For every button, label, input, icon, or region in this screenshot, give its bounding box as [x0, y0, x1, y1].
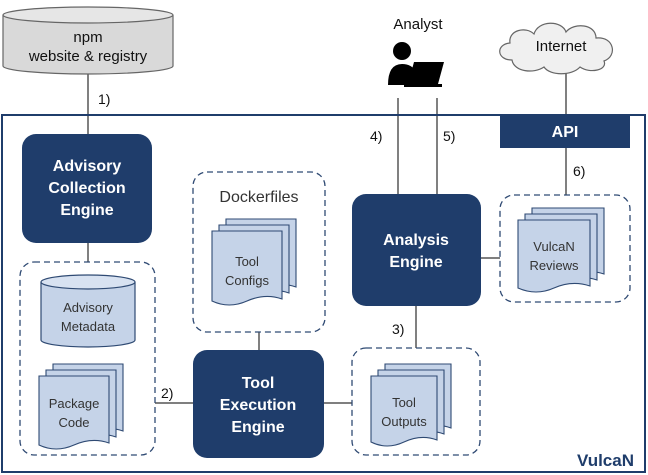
advisory-metadata-line1: Advisory	[63, 300, 113, 315]
package-code-line1: Package	[49, 396, 100, 411]
advisory-metadata-cylinder: Advisory Metadata	[40, 274, 136, 348]
analysis-engine: Analysis Engine	[352, 194, 481, 306]
advisory-engine-line1: Advisory	[53, 158, 122, 175]
package-code-docs: Package Code	[38, 363, 124, 450]
system-name-label: VulcaN	[577, 451, 634, 470]
edge-label-2: 2)	[161, 385, 173, 401]
npm-registry-cylinder: npm website & registry	[2, 6, 174, 75]
analyst-label: Analyst	[393, 16, 443, 33]
tool-engine-line2: Execution	[220, 397, 296, 414]
tool-outputs-line1: Tool	[392, 395, 416, 410]
edge-label-1: 1)	[98, 91, 110, 107]
tool-outputs-line2: Outputs	[381, 414, 427, 429]
dockerfiles-label: Dockerfiles	[219, 189, 298, 206]
internet-cloud-icon: Internet	[499, 22, 613, 75]
vulcan-reviews-line1: VulcaN	[533, 239, 574, 254]
tool-outputs-docs: Tool Outputs	[370, 363, 452, 447]
reviews-group	[499, 194, 631, 303]
api-box	[500, 115, 630, 148]
advisory-metadata-line2: Metadata	[61, 319, 116, 334]
analysis-engine-line2: Engine	[389, 254, 442, 271]
advisory-engine-line2: Collection	[48, 180, 125, 197]
tool-configs-line2: Configs	[225, 273, 270, 288]
tool-execution-engine: Tool Execution Engine	[193, 350, 324, 458]
vulcan-reviews-docs: VulcaN Reviews	[517, 207, 605, 293]
npm-label-line2: website & registry	[28, 48, 148, 65]
advisory-data-group	[19, 261, 156, 456]
internet-label: Internet	[536, 38, 588, 55]
edge-label-4: 4)	[370, 128, 382, 144]
tool-engine-line3: Engine	[231, 419, 284, 436]
edge-label-6: 6)	[573, 163, 585, 179]
tool-engine-line1: Tool	[242, 375, 275, 392]
api-label: API	[552, 124, 579, 141]
npm-label-line1: npm	[73, 29, 102, 46]
vulcan-system-boundary	[1, 114, 646, 473]
tool-configs-docs: Tool Configs	[211, 218, 297, 306]
dockerfiles-group	[192, 171, 326, 333]
tool-outputs-group	[351, 347, 481, 456]
advisory-collection-engine: Advisory Collection Engine	[22, 134, 152, 243]
package-code-line2: Code	[58, 415, 89, 430]
analyst-laptop-icon	[388, 42, 444, 87]
edge-label-5: 5)	[443, 128, 455, 144]
connectors	[87, 68, 567, 404]
vulcan-reviews-line2: Reviews	[529, 258, 579, 273]
analysis-engine-line1: Analysis	[383, 232, 449, 249]
advisory-engine-line3: Engine	[60, 202, 113, 219]
edge-label-3: 3)	[392, 321, 404, 337]
tool-configs-line1: Tool	[235, 254, 259, 269]
